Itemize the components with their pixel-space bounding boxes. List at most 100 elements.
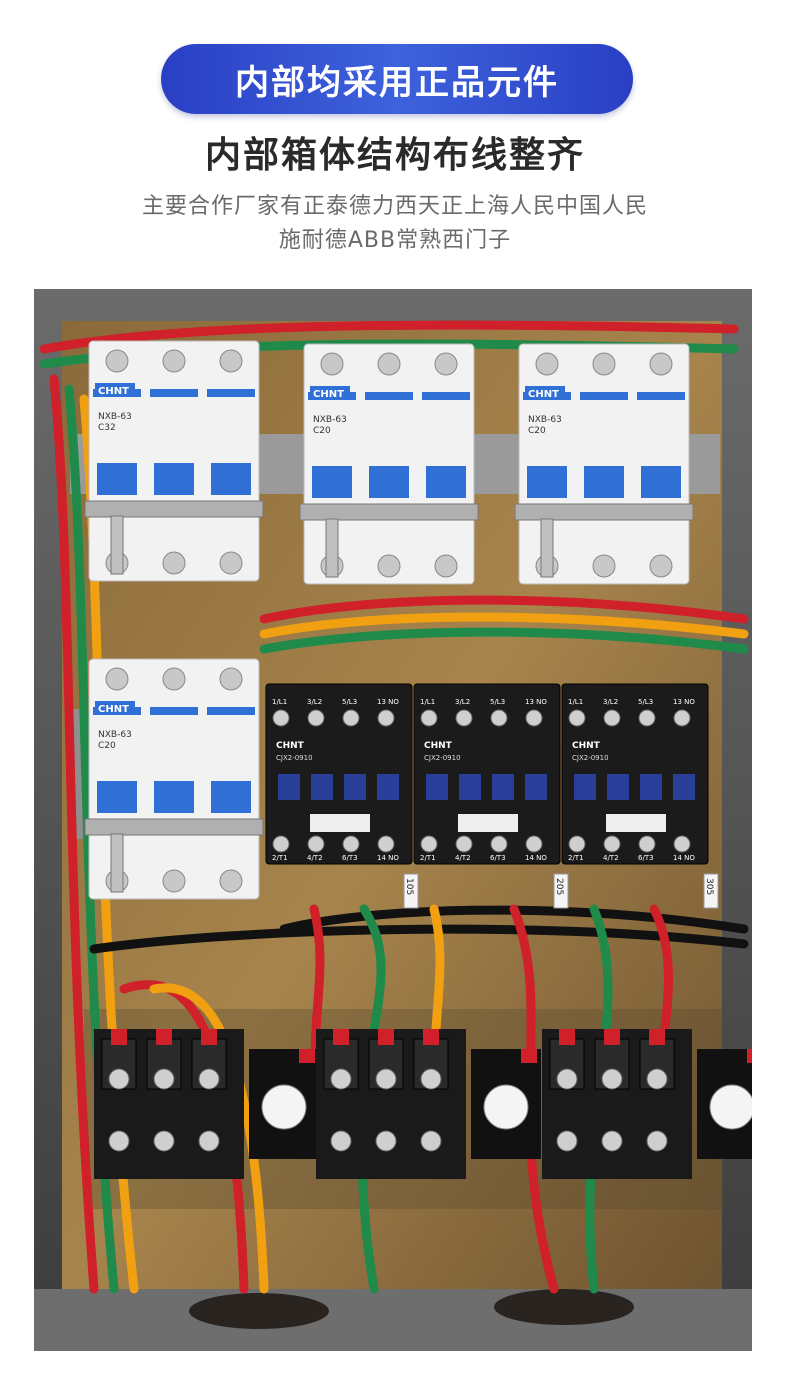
thermal-relay: [542, 1029, 752, 1179]
contactor-plate: [310, 814, 370, 832]
terminal-screw: [525, 709, 543, 727]
breaker-model: NXB-63: [528, 415, 562, 425]
breaker-toggle: [527, 466, 567, 498]
terminal-screw: [603, 835, 621, 853]
wire-8: [279, 905, 749, 934]
terminal-label-top: 5/L3: [490, 698, 505, 706]
thermal-relay: [316, 1029, 541, 1179]
contactor-model: CJX2-0910: [276, 754, 313, 762]
wire-ferrule: [156, 1029, 172, 1045]
terminal-screw: [556, 1130, 578, 1152]
breaker-bar: [84, 500, 264, 518]
wire-ferrule: [649, 1029, 665, 1045]
marker-text: 305: [704, 878, 714, 895]
screw-top: [535, 352, 559, 376]
contactor-window: [459, 774, 481, 800]
relay-group: [94, 1029, 752, 1179]
terminal-screw: [525, 835, 543, 853]
contactor-window: [426, 774, 448, 800]
brand-plate: [310, 386, 350, 400]
breaker-body: [88, 658, 260, 900]
overload-relay: [249, 1049, 319, 1159]
section-subtitle: 内部箱体结构布线整齐: [204, 135, 585, 176]
terminal-screw: [330, 1068, 352, 1090]
overload-relay: [697, 1049, 752, 1159]
terminal-screw: [342, 709, 360, 727]
screw-top: [219, 349, 243, 373]
terminal-label-top: 1/L1: [568, 698, 583, 706]
terminal-screw: [646, 1068, 668, 1090]
terminal-label-bottom: 2/T1: [272, 854, 288, 862]
breaker-rating: C32: [98, 423, 116, 433]
breaker-model: NXB-63: [98, 412, 132, 422]
screw-bottom: [162, 869, 186, 893]
terminal-label-bottom: 14 NO: [525, 854, 547, 862]
breaker-stripe: [207, 707, 255, 715]
breaker-rating: C20: [528, 426, 546, 436]
terminal-label-bottom: 6/T3: [342, 854, 358, 862]
contactor-window: [574, 774, 596, 800]
screw-top: [320, 352, 344, 376]
breaker-rating: C20: [313, 426, 331, 436]
terminal-screw: [601, 1130, 623, 1152]
terminal-screw: [490, 709, 508, 727]
terminal-label-top: 5/L3: [342, 698, 357, 706]
wire-6: [259, 612, 749, 639]
terminal-screw: [330, 1130, 352, 1152]
marker-sleeve: [703, 873, 719, 909]
breaker-toggle: [211, 463, 251, 495]
terminal-screw: [603, 709, 621, 727]
screw-top: [434, 352, 458, 376]
terminal-label-bottom: 6/T3: [490, 854, 506, 862]
terminal-screw: [377, 709, 395, 727]
marker-text: 205: [554, 878, 564, 895]
terminal-screw: [272, 709, 290, 727]
relay-dial: [709, 1084, 752, 1130]
breaker-model: NXB-63: [313, 415, 347, 425]
contactor-body: [265, 683, 413, 865]
desc-line-2: 施耐德ABB常熟西门子: [278, 228, 512, 253]
relay-reset: [521, 1049, 537, 1063]
cabinet-illustration: CHNTNXB-63C32CHNTNXB-63C20CHNTNXB-63C20C…: [34, 289, 752, 1351]
screw-top: [105, 667, 129, 691]
terminal-screw: [568, 835, 586, 853]
terminal-screw: [455, 835, 473, 853]
wire-5: [259, 595, 749, 624]
screw-bottom: [434, 554, 458, 578]
breaker-stripe: [150, 707, 198, 715]
overload-relay: [471, 1049, 541, 1159]
contactor-model: CJX2-0910: [572, 754, 609, 762]
terminal-screw: [638, 709, 656, 727]
contactor-plate: [606, 814, 666, 832]
terminal-screw: [375, 1068, 397, 1090]
breaker-toggle: [154, 463, 194, 495]
terminal-label-top: 5/L3: [638, 698, 653, 706]
contactor-window: [344, 774, 366, 800]
breaker-body: [88, 340, 260, 582]
terminal-screw: [673, 709, 691, 727]
terminal-screw: [420, 835, 438, 853]
wire-ferrule: [423, 1029, 439, 1045]
wire-marker: 105: [403, 873, 419, 909]
marker-sleeve: [403, 873, 419, 909]
desc-line-1: 主要合作厂家有正泰德力西天正上海人民中国人民: [141, 194, 648, 219]
contactor-plate: [458, 814, 518, 832]
breaker-toggle: [154, 781, 194, 813]
contactor-window: [673, 774, 695, 800]
wire-ferrule: [378, 1029, 394, 1045]
wire-ferrule: [559, 1029, 575, 1045]
terminal-screw: [307, 835, 325, 853]
partner-description: 主要合作厂家有正泰德力西天正上海人民中国人民 施耐德ABB常熟西门子: [60, 190, 730, 258]
breaker-brand: CHNT: [528, 389, 559, 400]
contactor-body: [561, 683, 709, 865]
terminal-screw: [673, 835, 691, 853]
breaker-toggle: [97, 463, 137, 495]
wire-marker: 205: [553, 873, 569, 909]
cabinet-floor: [34, 1289, 752, 1351]
terminal-label-top: 13 NO: [525, 698, 547, 706]
screw-top: [649, 352, 673, 376]
screw-top: [162, 667, 186, 691]
breaker-body: [303, 343, 475, 585]
